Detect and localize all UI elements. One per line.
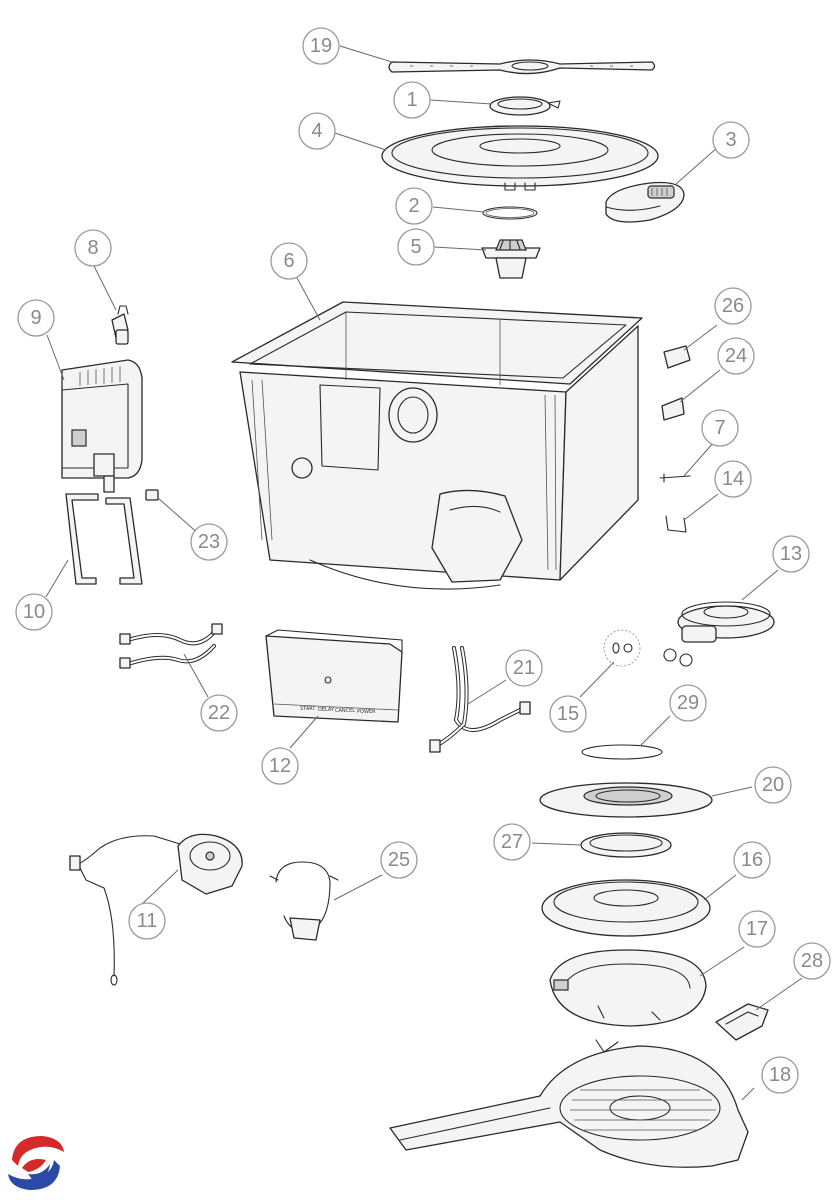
part-19-upper-spray-arm: [388, 59, 656, 75]
svg-text:22: 22: [208, 702, 230, 724]
svg-text:26: 26: [722, 295, 744, 317]
leader-lines: [45, 45, 803, 1101]
svg-text:11: 11: [137, 910, 158, 932]
callout-25: 25: [380, 841, 418, 879]
part-28-filter-cup: [715, 1003, 769, 1041]
part-17-sump-base: [549, 949, 707, 1027]
part-1-clip-ring: [489, 96, 561, 116]
callout-7: 7: [701, 409, 739, 447]
svg-text:19: 19: [310, 35, 332, 57]
callout-1: 1: [393, 81, 431, 119]
callout-9: 9: [17, 299, 55, 337]
callout-14: 14: [714, 460, 752, 498]
part-11-fan-motor: [69, 833, 243, 986]
callout-6: 6: [270, 242, 308, 280]
svg-text:10: 10: [23, 601, 45, 623]
svg-text:1: 1: [406, 89, 417, 111]
part-8-inlet-valve: [111, 305, 129, 345]
part-24-pad: [661, 397, 685, 421]
svg-text:16: 16: [741, 849, 763, 871]
part-6-tub: [231, 301, 643, 590]
callout-21: 21: [505, 649, 543, 687]
callout-13: 13: [772, 535, 810, 573]
part-23-clip: [145, 489, 159, 501]
callout-20: 20: [754, 766, 792, 804]
callout-18: 18: [761, 1056, 799, 1094]
callout-15: 15: [549, 695, 587, 733]
callout-2: 2: [395, 187, 433, 225]
svg-text:24: 24: [725, 345, 747, 367]
callout-5: 5: [397, 228, 435, 266]
svg-text:14: 14: [722, 468, 744, 490]
part-13-drain-pump: [663, 601, 775, 667]
part-7-pin: [659, 473, 691, 483]
part-16-sump-cover: [541, 879, 711, 937]
callout-23: 23: [190, 523, 228, 561]
control-label-start: START: [300, 706, 316, 712]
callout-27: 27: [493, 823, 531, 861]
svg-text:20: 20: [762, 774, 784, 796]
callout-8: 8: [74, 229, 112, 267]
part-12-control-module: START DELAY CANCEL POWER: [265, 629, 403, 723]
callout-10: 10: [15, 593, 53, 631]
svg-text:17: 17: [746, 918, 768, 940]
svg-text:13: 13: [780, 543, 802, 565]
svg-text:3: 3: [725, 129, 736, 151]
part-14-clip: [665, 515, 687, 533]
part-18-lower-arm-base: [389, 1039, 749, 1168]
callout-26: 26: [714, 287, 752, 325]
callout-12: 12: [261, 747, 299, 785]
part-26-bracket: [663, 345, 691, 369]
callout-17: 17: [738, 910, 776, 948]
control-label-power: POWER: [357, 709, 376, 715]
callout-11: 11: [128, 902, 166, 940]
callout-28: 28: [793, 942, 831, 980]
part-27-ring: [580, 832, 672, 858]
svg-text:5: 5: [410, 236, 421, 258]
part-21-wire: [429, 646, 531, 753]
callout-24: 24: [717, 337, 755, 375]
callout-16: 16: [733, 841, 771, 879]
svg-text:12: 12: [269, 755, 291, 777]
svg-text:8: 8: [87, 237, 98, 259]
svg-text:15: 15: [557, 703, 579, 725]
svg-text:9: 9: [30, 307, 41, 329]
part-9-control-housing: [61, 359, 143, 493]
callout-4: 4: [298, 112, 336, 150]
svg-text:27: 27: [501, 831, 523, 853]
svg-text:23: 23: [198, 531, 220, 553]
svg-text:21: 21: [513, 657, 535, 679]
callout-19: 19: [302, 27, 340, 65]
part-5-impeller: [481, 239, 541, 279]
svg-text:7: 7: [714, 417, 725, 439]
part-15-o-rings: [603, 629, 641, 667]
part-3-fill-cup: [605, 181, 685, 223]
part-25-heater-bracket: [269, 861, 339, 941]
part-2-o-ring: [482, 206, 538, 220]
svg-text:4: 4: [311, 120, 322, 142]
control-label-cancel: CANCEL: [335, 708, 355, 714]
part-4-upper-rack-tray: [381, 125, 659, 191]
svg-text:2: 2: [408, 195, 419, 217]
control-label-delay: DELAY: [318, 707, 335, 713]
callout-3: 3: [712, 121, 750, 159]
callout-22: 22: [200, 694, 238, 732]
svg-text:18: 18: [769, 1064, 791, 1086]
brand-swirl-logo: [6, 1133, 66, 1193]
part-10-bracket: [65, 493, 143, 585]
svg-text:28: 28: [801, 950, 823, 972]
svg-text:29: 29: [677, 692, 699, 714]
part-29-gasket: [581, 744, 663, 760]
svg-text:25: 25: [388, 849, 410, 871]
part-20-filter-disc: [539, 782, 713, 818]
part-22-wire-harness: [119, 623, 223, 669]
svg-text:6: 6: [283, 250, 294, 272]
callout-29: 29: [669, 684, 707, 722]
